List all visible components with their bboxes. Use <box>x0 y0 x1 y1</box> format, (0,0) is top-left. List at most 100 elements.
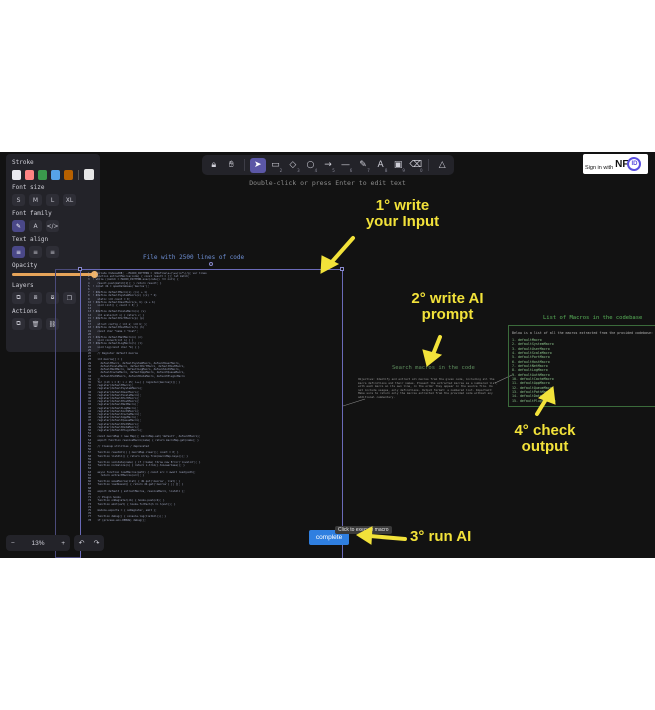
delete-icon[interactable]: 🗑︎ <box>29 318 42 330</box>
align-left-icon[interactable]: ≡ <box>12 246 25 258</box>
library-icon[interactable]: △ <box>438 160 446 170</box>
eraser-icon[interactable]: ⌫0 <box>409 160 423 173</box>
output-list-item: 7. defaultNetMacro <box>512 364 548 369</box>
step3-annotation: 3° run AI <box>410 528 472 545</box>
selected-stroke-color[interactable] <box>84 169 94 180</box>
resize-handle-ne[interactable] <box>340 267 344 271</box>
sign-in-text: Sign in with <box>585 164 614 171</box>
stroke-color-swatch[interactable] <box>51 169 61 180</box>
output-list-item: 12. defaultQueueMacro <box>512 385 554 390</box>
text-align-options: ≡ ≡ ≡ <box>12 246 94 258</box>
code-to-prompt-connector <box>342 398 366 407</box>
stroke-color-swatch[interactable] <box>38 169 48 180</box>
zoom-level[interactable]: 13% <box>31 539 45 547</box>
shortcut-key: 7 <box>367 167 370 173</box>
step1-line2: your Input <box>365 212 440 230</box>
shortcut-key: 9 <box>402 167 405 173</box>
output-list-item: 9. defaultAuthMacro <box>512 372 550 377</box>
tooltip: Click to execute macro <box>335 526 392 534</box>
font-family-label: Font family <box>12 210 52 217</box>
prompt-to-output-connector <box>494 374 513 384</box>
step2-line2: prompt <box>421 305 474 323</box>
zoom-control: − 13% + <box>6 535 70 551</box>
step2-annotation: 2° write AI prompt <box>400 291 495 323</box>
opacity-slider-handle[interactable] <box>91 271 98 278</box>
connector-lines <box>342 374 513 407</box>
stroke-color-swatch[interactable] <box>12 169 22 180</box>
prompt-title[interactable]: Search macros in the code <box>392 365 475 371</box>
pencil-icon[interactable]: ✎7 <box>359 160 370 173</box>
shortcut-key: 8 <box>384 167 388 173</box>
code-text[interactable]: 1 ! include IndexedDB; ..MACRO_PATTERN =… <box>88 272 207 522</box>
shortcut-key: 6 <box>349 167 353 173</box>
stroke-color-swatch[interactable] <box>25 169 35 180</box>
font-size-l[interactable]: L <box>46 194 59 206</box>
align-right-icon[interactable]: ≡ <box>46 246 59 258</box>
shortcut-key: 5 <box>332 167 335 173</box>
code-input-frame[interactable] <box>80 269 343 558</box>
pointer-icon[interactable]: ➤ <box>250 157 266 173</box>
font-size-m[interactable]: M <box>29 194 42 206</box>
shortcut-key: 4 <box>314 167 318 173</box>
diamond-icon[interactable]: ◇3 <box>289 160 300 173</box>
lock-icon[interactable]: 🔒︎ <box>211 160 217 170</box>
swatch-separator <box>78 169 80 180</box>
text-align-label: Text align <box>12 236 49 243</box>
opacity-slider[interactable] <box>12 271 98 278</box>
output-list-item: 10. defaultCacheMacro <box>512 377 554 382</box>
align-center-icon[interactable]: ≡ <box>29 246 42 258</box>
arrow-icon[interactable]: →5 <box>324 160 335 173</box>
output-list-item: 6. defaultHostMacro <box>512 359 550 364</box>
opacity-fill <box>12 273 94 276</box>
stroke-label: Stroke <box>12 159 34 166</box>
id-badge-icon: ID <box>627 157 642 171</box>
font-hand-drawn-icon[interactable]: ✎ <box>12 220 25 232</box>
toolbar-separator <box>428 159 430 171</box>
rotate-handle[interactable] <box>209 262 213 266</box>
output-list-item: 8. defaultLogMacro <box>512 368 548 373</box>
send-backward-icon[interactable]: ⧈ <box>29 292 42 304</box>
toolbar-separator <box>244 159 246 171</box>
output-list-item: 13. defaultPathMacro <box>512 390 552 395</box>
image-icon[interactable]: ▣9 <box>393 160 405 173</box>
ellipse-icon[interactable]: ○4 <box>306 160 318 173</box>
line-icon[interactable]: —6 <box>341 160 353 173</box>
duplicate-icon[interactable]: ⧉ <box>12 318 25 330</box>
output-frame-title: List of Macros in the codebase <box>543 315 643 321</box>
stroke-colors <box>12 169 94 180</box>
font-size-xl[interactable]: XL <box>63 194 76 206</box>
zoom-in-button[interactable]: + <box>61 539 65 547</box>
undo-icon[interactable]: ↶ <box>78 539 85 547</box>
prompt-text[interactable]: Objective: Identify and extract all macr… <box>358 377 498 399</box>
resize-handle-nw[interactable] <box>78 267 82 271</box>
action-options: ⧉ 🗑︎ ⛓︎ <box>12 318 94 330</box>
font-size-s[interactable]: S <box>12 194 25 206</box>
output-list-item: 4. defaultScaleMacro <box>512 351 552 356</box>
layers-label: Layers <box>12 282 34 289</box>
font-code-icon[interactable]: </> <box>46 220 59 232</box>
step2-line1: 2° write AI <box>411 290 484 307</box>
bring-to-front-icon[interactable]: ❐ <box>63 292 76 304</box>
selection-outline <box>55 269 81 558</box>
nf-logo: NF <box>615 158 629 170</box>
font-normal-icon[interactable]: A <box>29 220 42 232</box>
output-list-item: 15. defaultPluginMacro <box>512 398 556 403</box>
output-list-item: 1. defaultMacro <box>512 338 542 342</box>
output-frame[interactable] <box>508 325 655 407</box>
rectangle-icon[interactable]: ▭2 <box>271 160 283 173</box>
send-to-back-icon[interactable]: ⧉ <box>12 292 25 304</box>
redo-icon[interactable]: ↷ <box>93 539 100 547</box>
step1-annotation: 1° write your Input <box>355 198 450 230</box>
sign-in-button[interactable]: Sign in with NF ID <box>583 154 648 174</box>
opacity-label: Opacity <box>12 262 38 269</box>
stroke-color-swatch[interactable] <box>64 169 74 180</box>
step4-annotation: 4° check output <box>500 423 590 455</box>
zoom-out-button[interactable]: − <box>11 539 15 547</box>
font-family-options: ✎ A </> <box>12 220 94 232</box>
hand-icon[interactable]: ✋︎ <box>228 160 234 170</box>
